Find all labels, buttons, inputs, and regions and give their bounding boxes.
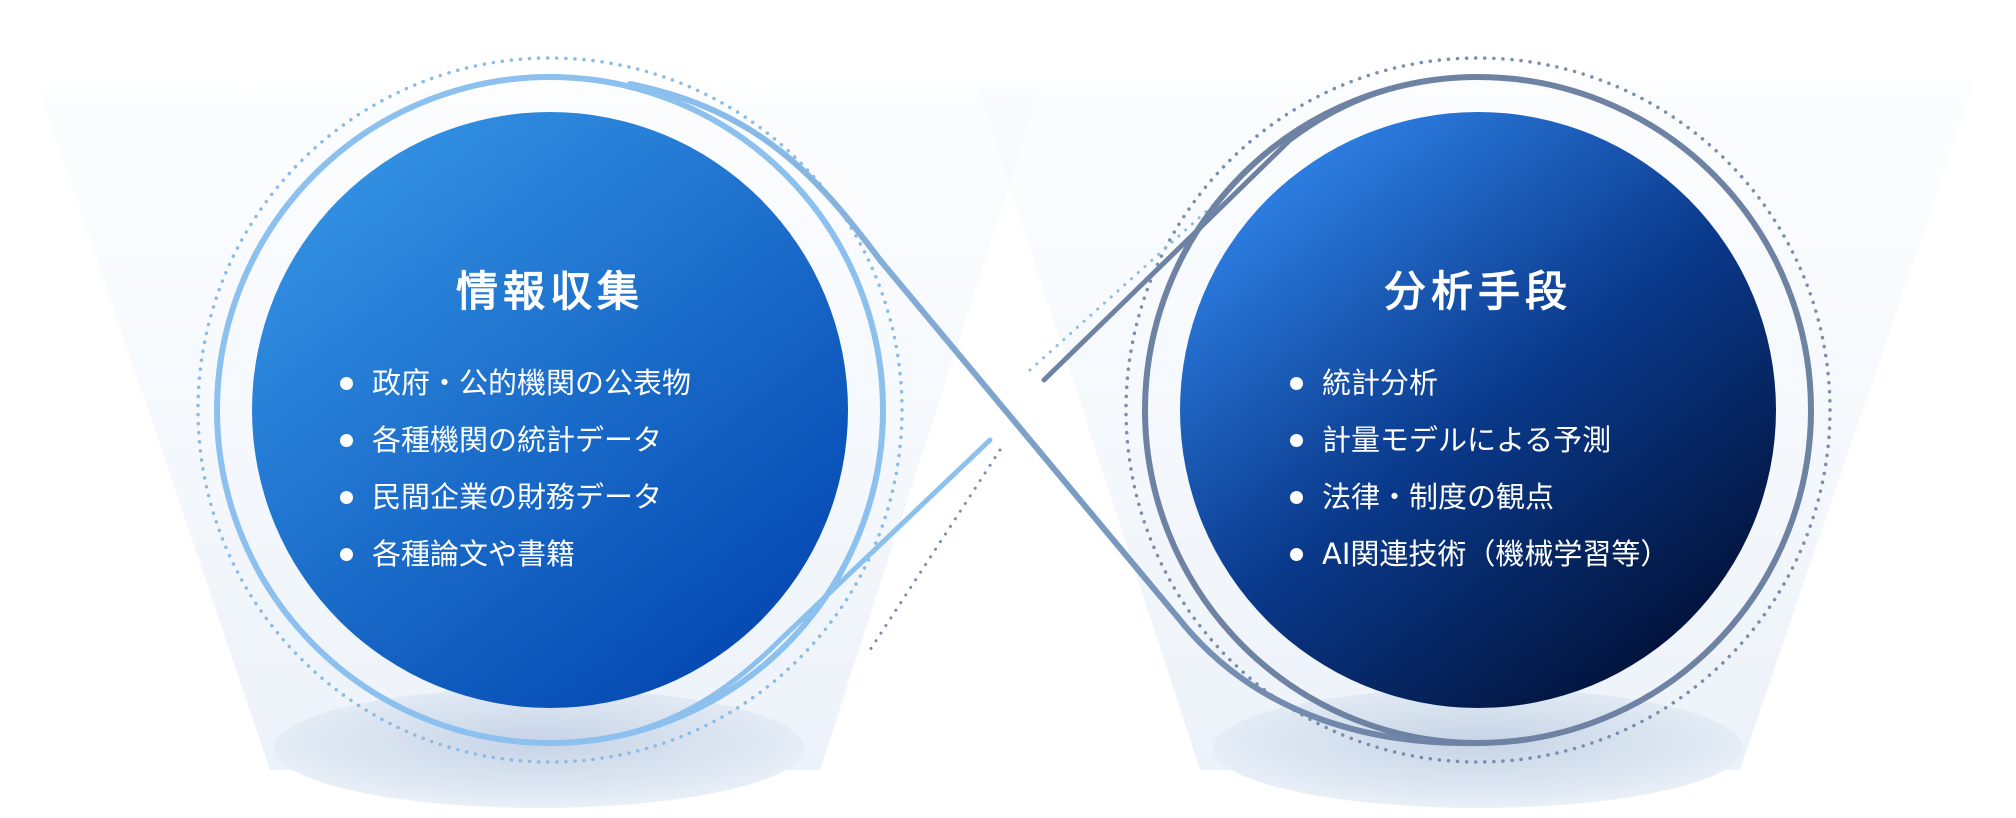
list-item-label: 各種論文や書籍: [372, 537, 576, 571]
left-circle: [252, 112, 848, 708]
list-item: AI関連技術（機械学習等）: [1290, 534, 1669, 591]
list-item: 各種機関の統計データ: [340, 420, 691, 477]
list-item: 民間企業の財務データ: [340, 477, 691, 534]
bullet-dot: [340, 434, 353, 447]
bullet-dot: [340, 548, 353, 561]
bullet-dot: [1290, 377, 1303, 390]
list-item: 統計分析: [1290, 363, 1669, 420]
left-bullet-list: 政府・公的機関の公表物 各種機関の統計データ 民間企業の財務データ 各種論文や書…: [340, 363, 691, 591]
list-item: 政府・公的機関の公表物: [340, 363, 691, 420]
list-item-label: 政府・公的機関の公表物: [372, 366, 692, 400]
bullet-dot: [340, 491, 353, 504]
bullet-dot: [340, 377, 353, 390]
bullet-dot: [1290, 434, 1303, 447]
list-item: 法律・制度の観点: [1290, 477, 1669, 534]
list-item-label: 計量モデルによる予測: [1322, 423, 1612, 457]
list-item-label: 各種機関の統計データ: [372, 423, 663, 457]
list-item-label: 統計分析: [1322, 366, 1439, 400]
infinity-cross-line-lower: [547, 437, 993, 746]
right-circle-title: 分析手段: [1383, 267, 1572, 316]
right-circle: [1180, 112, 1776, 708]
list-item: 各種論文や書籍: [340, 534, 691, 591]
list-item-label: 民間企業の財務データ: [372, 480, 663, 514]
infinity-cross-line-main: [627, 81, 1481, 747]
list-item-label: AI関連技術（機械学習等）: [1322, 537, 1670, 571]
bullet-dot: [1290, 491, 1303, 504]
list-item: 計量モデルによる予測: [1290, 420, 1669, 477]
right-dotted-tail: [1028, 188, 1232, 372]
bullet-dot: [1290, 548, 1303, 561]
infinity-cross-line-upper: [1041, 74, 1481, 383]
left-circle-title: 情報収集: [455, 267, 644, 316]
left-dotted-ring: [196, 56, 904, 764]
right-dotted-ring: [1124, 56, 1832, 764]
left-dotted-tail: [868, 448, 1002, 652]
list-item-label: 法律・制度の観点: [1322, 480, 1555, 514]
right-bullet-list: 統計分析 計量モデルによる予測 法律・制度の観点 AI関連技術（機械学習等）: [1290, 363, 1669, 591]
